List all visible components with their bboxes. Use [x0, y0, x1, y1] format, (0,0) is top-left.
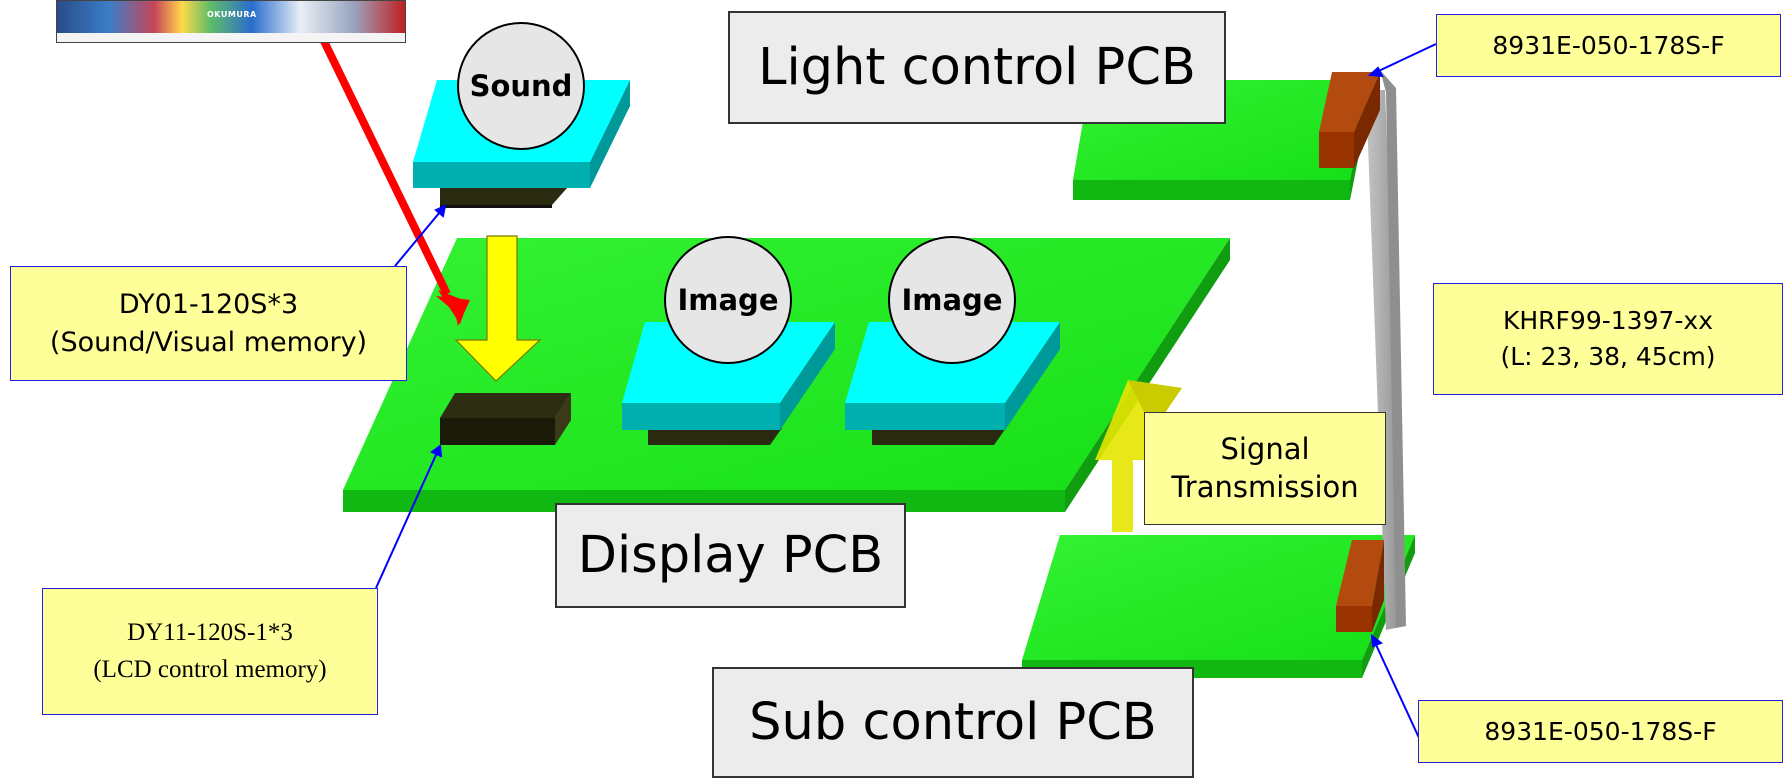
connector-top-text: 8931E-050-178S-F: [1492, 31, 1725, 60]
signal-transmission-line-2: Transmission: [1171, 469, 1359, 504]
light-control-pcb-title: Light control PCB: [728, 11, 1226, 124]
sub-control-pcb-text: Sub control PCB: [749, 693, 1157, 752]
lcd-control-memory-line-2: (LCD control memory): [93, 655, 327, 683]
cable-callout: KHRF99-1397-xx (L: 23, 38, 45cm): [1433, 283, 1783, 395]
signal-transmission-line-1: Signal: [1220, 431, 1310, 466]
sound-visual-memory-line-1: DY01-120S*3: [118, 288, 299, 320]
ribbon-cable: [1366, 70, 1406, 630]
image-memory-chip-1: [622, 322, 835, 445]
lcd-control-memory-line-1: DY11-120S-1*3: [127, 619, 293, 647]
signal-transmission-label: Signal Transmission: [1144, 412, 1386, 525]
lcd-control-memory-chip: [440, 393, 571, 445]
image-chip-text-1: Image: [677, 283, 779, 317]
sound-visual-memory-callout: DY01-120S*3 (Sound/Visual memory): [10, 266, 407, 381]
image-chip-label-2: Image: [888, 236, 1016, 364]
display-pcb-text: Display PCB: [577, 526, 884, 585]
sound-visual-memory-line-2: (Sound/Visual memory): [49, 326, 368, 358]
light-control-pcb-text: Light control PCB: [758, 38, 1196, 97]
sub-control-pcb-title: Sub control PCB: [712, 667, 1194, 778]
pointer-lines: [375, 43, 1437, 741]
thumbnail-brand: OKUMURA: [207, 10, 257, 19]
connector-bottom-text: 8931E-050-178S-F: [1484, 717, 1717, 746]
sound-chip-text: Sound: [469, 69, 573, 103]
lcd-control-memory-callout: DY11-120S-1*3 (LCD control memory): [42, 588, 378, 715]
connector-bottom: [1336, 540, 1384, 632]
image-chip-text-2: Image: [901, 283, 1003, 317]
red-pointer-arrow: [300, 0, 470, 326]
cable-line-1: KHRF99-1397-xx: [1502, 305, 1713, 335]
thumbnail-band: [57, 33, 405, 42]
product-thumbnail-image: OKUMURA: [56, 0, 406, 43]
image-chip-label-1: Image: [664, 236, 792, 364]
connector-top-callout: 8931E-050-178S-F: [1436, 14, 1781, 77]
cable-line-2: (L: 23, 38, 45cm): [1500, 342, 1716, 371]
display-pcb-title: Display PCB: [555, 503, 906, 608]
insert-down-arrow: [454, 235, 542, 382]
connector-bottom-callout: 8931E-050-178S-F: [1418, 700, 1783, 763]
connector-top: [1319, 72, 1380, 168]
sound-chip-label: Sound: [457, 22, 585, 150]
